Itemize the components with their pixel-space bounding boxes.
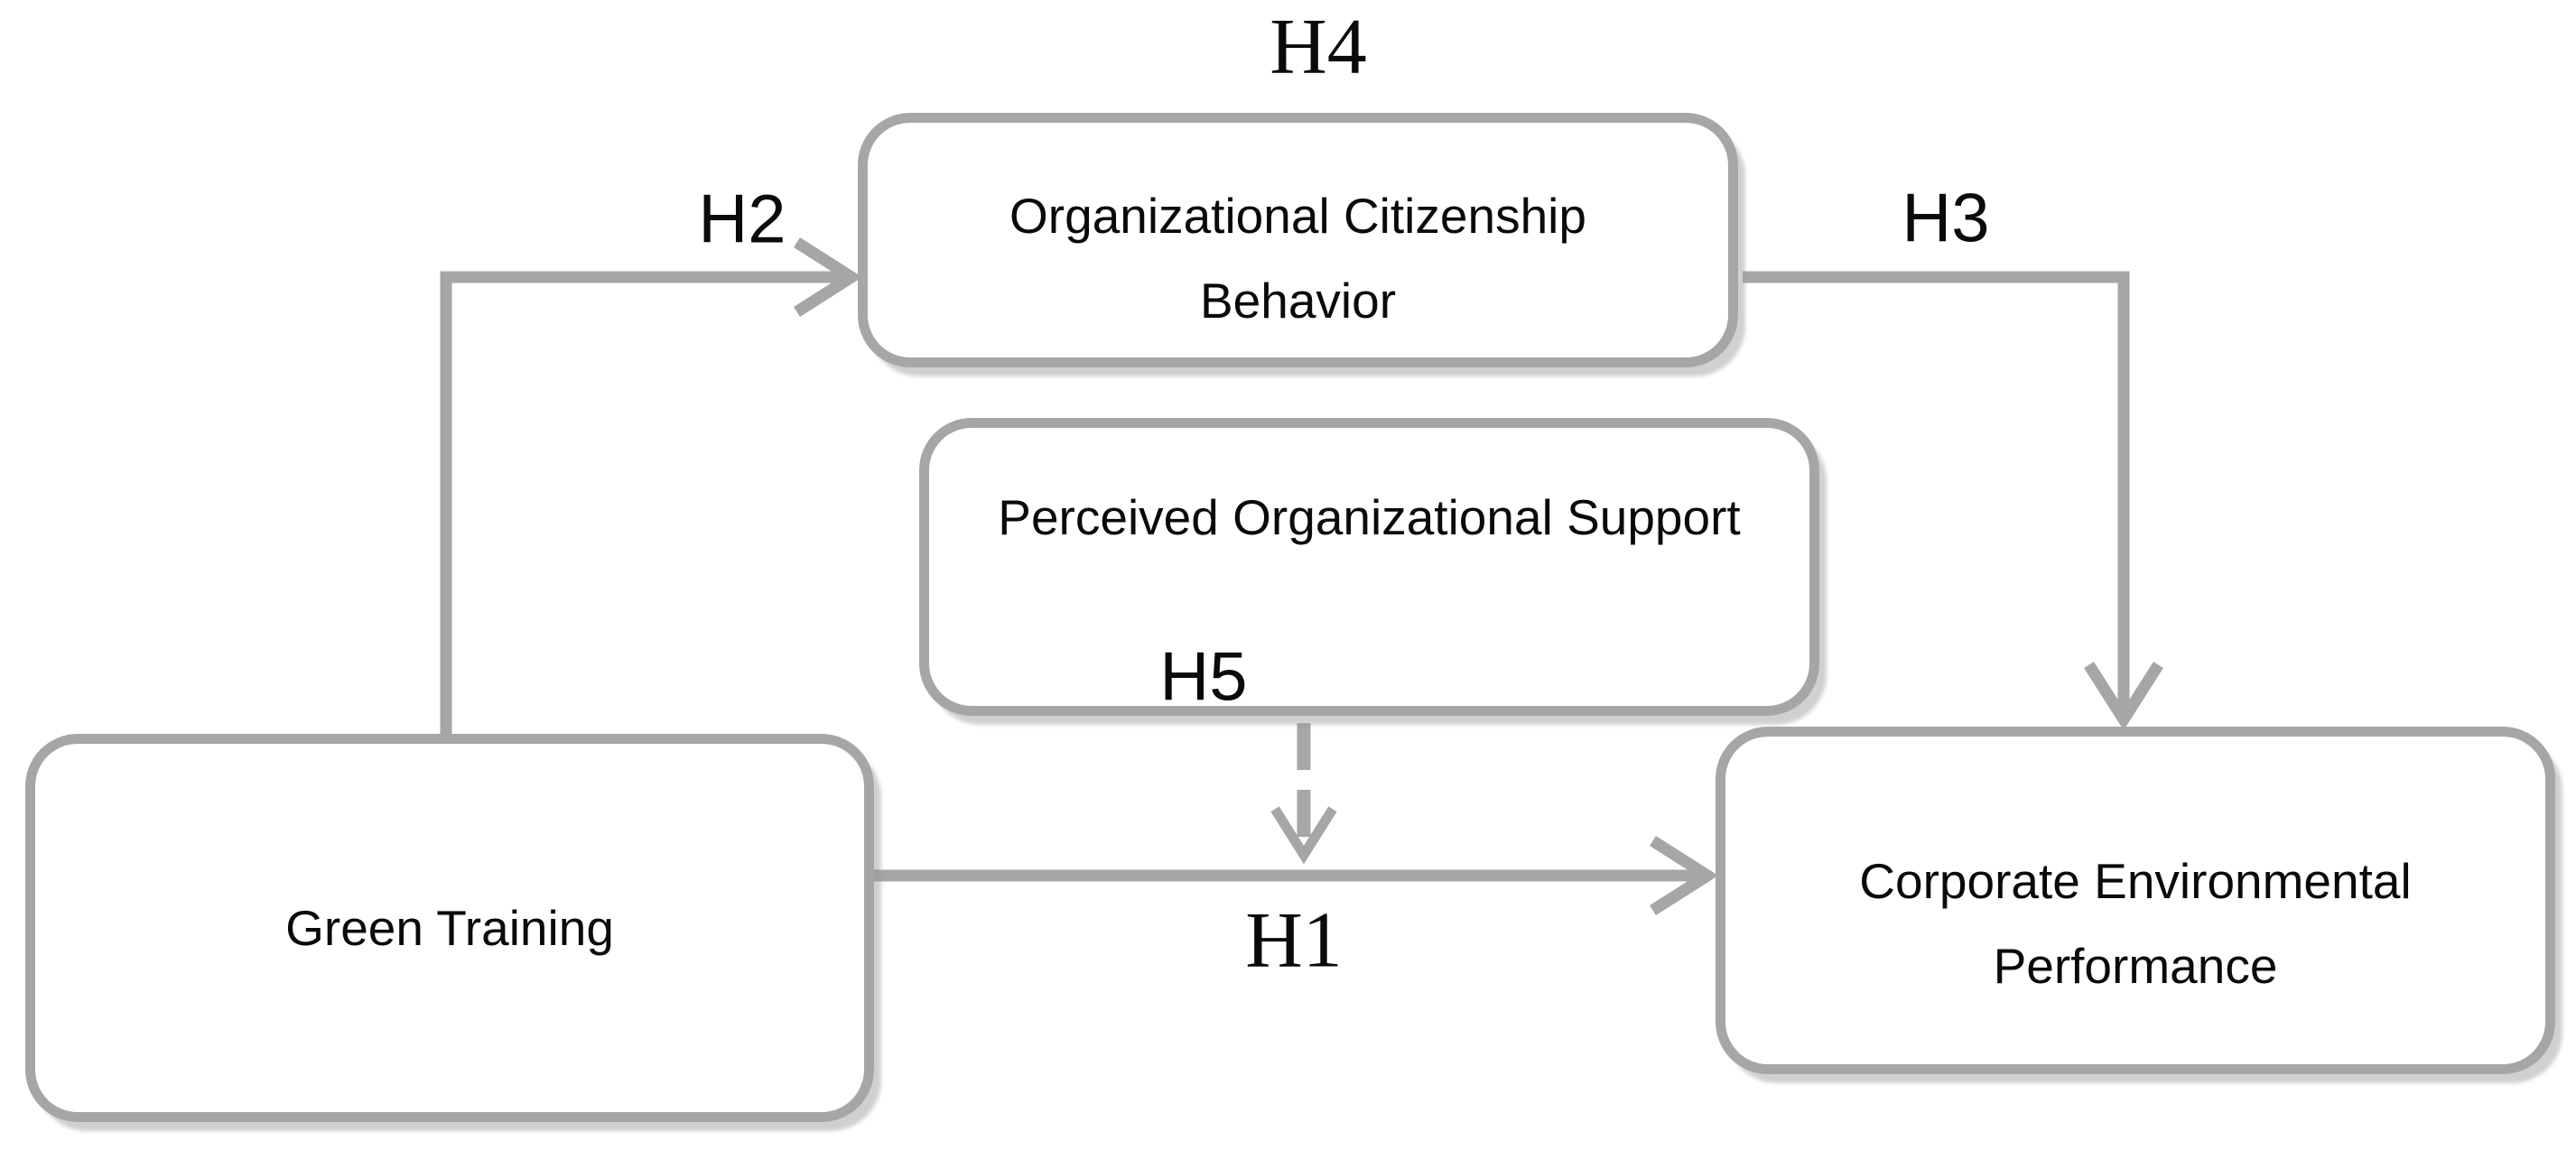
edge-h3-line xyxy=(1743,271,2130,708)
node-label-line: Behavior xyxy=(1199,273,1397,329)
hypothesis-label-h5: H5 xyxy=(1159,638,1248,716)
node-label-line: Organizational Citizenship xyxy=(1009,188,1586,244)
edge-h3-arrowhead-icon xyxy=(2084,662,2163,731)
hypothesis-label-h2: H2 xyxy=(698,181,786,258)
edge-h2-arrowhead-icon xyxy=(794,237,863,317)
edge-h1-arrowhead-icon xyxy=(1650,836,1719,915)
edge-h5-arrowhead-icon xyxy=(1270,806,1337,865)
hypothesis-label-h4: H4 xyxy=(1269,3,1367,91)
node-label-line: Corporate Environmental xyxy=(1859,852,2412,909)
edge-h2-line xyxy=(440,271,840,738)
node-label-line: Perceived Organizational Support xyxy=(998,489,1741,545)
hypothesis-label-h3: H3 xyxy=(1902,180,1990,257)
node-organizational-citizenship-behavior: Organizational Citizenship Behavior xyxy=(858,113,1738,367)
node-label-line: Green Training xyxy=(285,900,614,956)
node-corporate-environmental-performance: Corporate Environmental Performance xyxy=(1716,727,2555,1074)
hypothesis-label-h1: H1 xyxy=(1245,896,1343,985)
node-green-training: Green Training xyxy=(25,734,874,1122)
node-perceived-organizational-support: Perceived Organizational Support xyxy=(919,418,1819,716)
node-label-line: Performance xyxy=(1993,937,2278,994)
